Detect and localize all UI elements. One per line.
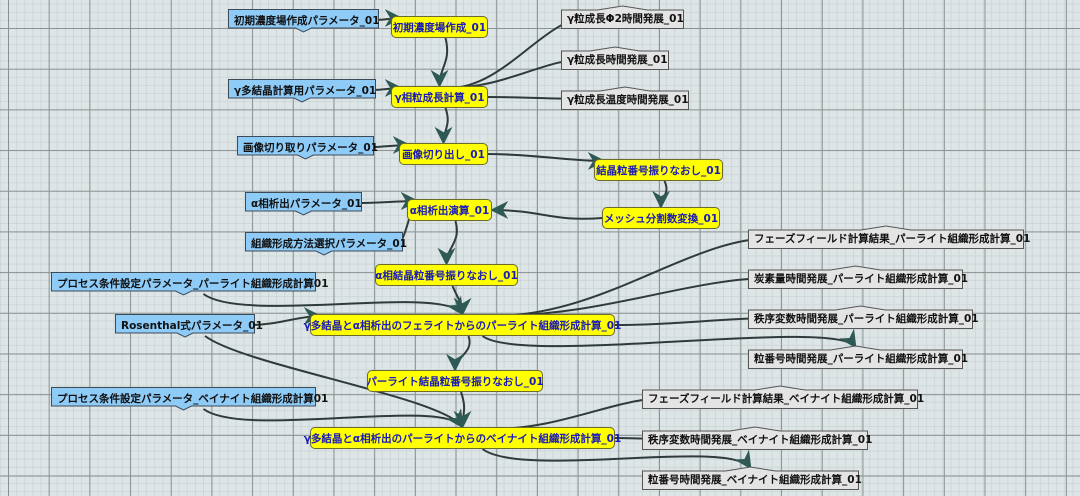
- input-node-image-crop-param[interactable]: 画像切り取りパラメータ_01: [237, 136, 378, 160]
- edge-p8-to-o7: [481, 328, 857, 349]
- input-node-structure-method-param[interactable]: 組織形成方法選択パラメータ_01: [245, 232, 407, 256]
- edge-p7-to-p8: [451, 285, 472, 316]
- output-node-bainite-order[interactable]: 秩序変数時間発展_ベイナイト組織形成計算_01: [642, 426, 872, 450]
- input-node-shape: [115, 314, 255, 338]
- input-node-alpha-precip-param[interactable]: α相析出パラメータ_01: [245, 192, 362, 216]
- input-node-gamma-polycrystal-param[interactable]: γ多結晶計算用パラメータ_01: [228, 79, 376, 103]
- process-node-alpha-grain-renumber[interactable]: α相結晶粒番号振りなおし_01: [375, 264, 518, 286]
- output-node-shape: [561, 46, 669, 70]
- input-node-shape: [228, 9, 379, 33]
- edge-p1-to-p2: [430, 37, 449, 88]
- process-node-gamma-grain-growth[interactable]: γ相粒成長計算_01: [391, 86, 488, 108]
- input-node-pearlite-process-param[interactable]: プロセス条件設定パラメータ_パーライト組織形成計算01: [51, 272, 329, 296]
- edge-p6-to-p7: [437, 220, 458, 266]
- output-node-shape: [642, 426, 868, 450]
- process-node-bainite-formation[interactable]: γ多結晶とα相析出のパーライトからのベイナイト組織形成計算_01: [304, 427, 621, 449]
- edge-p3-to-p4: [485, 151, 606, 170]
- output-node-shape: [748, 225, 1024, 249]
- edge-p8-to-o4: [492, 229, 775, 317]
- input-node-bainite-process-param[interactable]: プロセス条件設定パラメータ_ベイナイト組織形成計算01: [51, 387, 328, 411]
- edge-p5-to-p6: [490, 201, 603, 220]
- edge-p4-to-p5: [652, 180, 671, 209]
- edge-p8-to-p9: [446, 335, 471, 372]
- process-node-grain-renumber[interactable]: 結晶粒番号振りなおし_01: [594, 159, 723, 181]
- output-node-gamma-growth[interactable]: γ粒成長時間発展_01: [561, 46, 669, 70]
- output-node-shape: [561, 86, 689, 110]
- process-node-mesh-convert[interactable]: メッシュ分割数変換_01: [602, 207, 720, 229]
- process-node-image-crop[interactable]: 画像切り出し_01: [399, 143, 488, 165]
- input-node-shape: [237, 136, 374, 160]
- output-node-gamma-temperature[interactable]: γ粒成長温度時間発展_01: [561, 86, 689, 110]
- process-node-pearlite-renumber[interactable]: パーライト結晶粒番号振りなおし_01: [366, 370, 544, 392]
- output-node-shape: [748, 345, 963, 369]
- process-node-alpha-precipitation[interactable]: α相析出演算_01: [407, 199, 492, 221]
- output-node-pearlite-phasefield[interactable]: フェーズフィールド計算結果_パーライト組織形成計算_01: [748, 225, 1030, 249]
- edge-p10-to-o8: [492, 389, 669, 430]
- output-node-pearlite-carbon[interactable]: 炭素量時間発展_パーライト組織形成計算_01: [748, 265, 968, 289]
- input-node-rosenthal-param[interactable]: Rosenthal式パラメータ_01: [115, 314, 263, 338]
- output-node-shape: [561, 5, 684, 29]
- input-node-shape: [228, 79, 376, 103]
- edge-p9-to-p10: [453, 391, 472, 429]
- input-node-shape: [245, 192, 362, 216]
- edge-p8-to-o5: [492, 269, 775, 317]
- process-node-initial-concentration[interactable]: 初期濃度場作成_01: [391, 16, 488, 38]
- output-node-bainite-phasefield[interactable]: フェーズフィールド計算結果_ベイナイト組織形成計算_01: [642, 385, 924, 409]
- output-node-shape: [642, 385, 918, 409]
- process-node-pearlite-formation[interactable]: γ多結晶とα相析出のフェライトからのパーライト組織形成計算_01: [304, 314, 621, 336]
- output-node-shape: [748, 305, 973, 329]
- output-node-pearlite-order[interactable]: 秩序変数時間発展_パーライト組織形成計算_01: [748, 305, 979, 329]
- input-node-shape: [245, 232, 403, 256]
- output-node-bainite-grain[interactable]: 粒番号時間発展_ベイナイト組織形成計算_01: [642, 466, 862, 490]
- input-node-shape: [51, 387, 316, 411]
- edge-p2-to-p3: [434, 107, 453, 145]
- output-node-shape: [748, 265, 963, 289]
- output-node-shape: [642, 466, 859, 490]
- input-node-shape: [51, 272, 316, 296]
- output-node-gamma-phi2[interactable]: γ粒成長Φ2時間発展_01: [561, 5, 684, 29]
- output-node-pearlite-grain[interactable]: 粒番号時間発展_パーライト組織形成計算_01: [748, 345, 968, 369]
- input-node-initial-concentration-param[interactable]: 初期濃度場作成パラメータ_01: [228, 9, 380, 33]
